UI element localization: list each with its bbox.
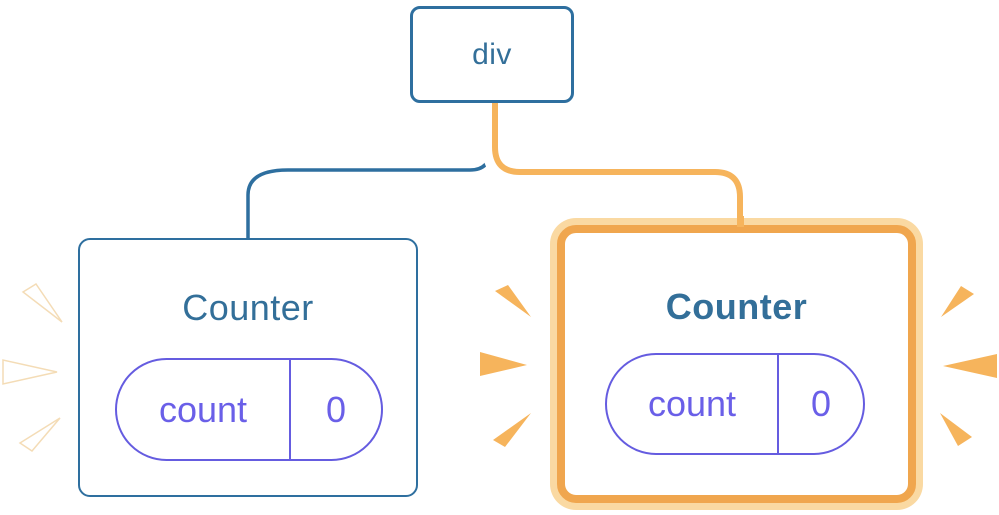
spark-icon xyxy=(940,413,972,446)
root-node-label: div xyxy=(472,37,512,71)
spark-icon xyxy=(495,285,531,317)
spark-icon xyxy=(943,354,997,378)
spark-icon xyxy=(480,352,527,376)
card-title: Counter xyxy=(665,286,808,327)
state-pill: count 0 xyxy=(115,358,383,461)
spark-icon xyxy=(493,413,531,447)
root-node-div: div xyxy=(410,6,574,103)
spark-icon xyxy=(2,359,58,385)
counter-card-right-highlighted: Counter count 0 xyxy=(550,218,923,510)
state-value: 0 xyxy=(810,383,832,424)
counter-card-left: Counter count 0 xyxy=(78,238,418,497)
state-key: count xyxy=(607,355,779,453)
connector-right-casing xyxy=(482,100,753,218)
card-title: Counter xyxy=(182,287,314,328)
connector-left-edge xyxy=(246,102,492,240)
state-key: count xyxy=(117,360,291,459)
connector-entry-patch xyxy=(737,216,744,227)
state-pill: count 0 xyxy=(605,353,865,455)
spark-icon xyxy=(941,286,974,317)
state-value: 0 xyxy=(325,388,347,430)
spark-icon xyxy=(18,417,61,452)
connector-right-edge xyxy=(492,100,743,226)
spark-icon xyxy=(21,282,63,323)
